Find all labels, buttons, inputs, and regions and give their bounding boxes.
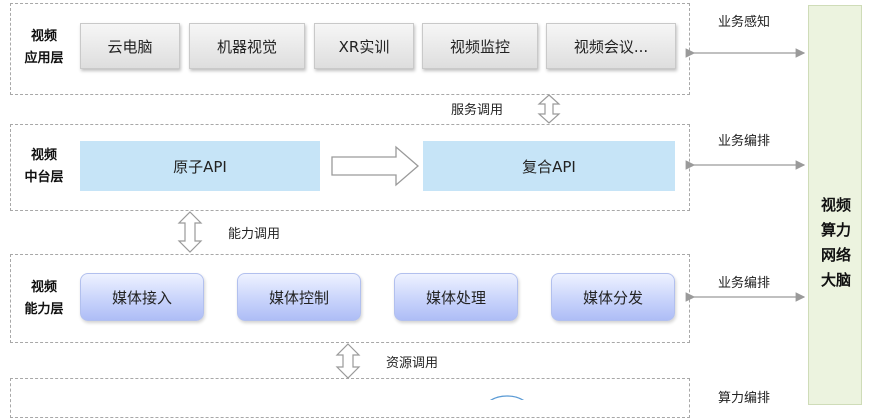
application-layer: 视频 应用层 bbox=[10, 3, 690, 95]
api-flow-arrow bbox=[331, 145, 419, 187]
brain-label: 视频 算力 网络 大脑 bbox=[820, 196, 851, 289]
ability-call-label: 能力调用 bbox=[228, 227, 281, 242]
application-layer-label: 视频 应用层 bbox=[24, 29, 64, 66]
video-compute-network-brain: 视频 算力 网络 大脑 bbox=[808, 5, 862, 405]
resource-node-partial bbox=[489, 395, 525, 400]
app-machine-vision[interactable]: 机器视觉 bbox=[189, 23, 305, 69]
service-call-arrow bbox=[537, 94, 561, 124]
business-arrange-label-1: 业务编排 bbox=[718, 134, 771, 149]
middle-layer: 视频 中台层 bbox=[10, 124, 690, 211]
business-arrange-label-2: 业务编排 bbox=[718, 276, 771, 291]
capability-media-access[interactable]: 媒体接入 bbox=[80, 273, 204, 321]
resource-call-arrow bbox=[335, 343, 361, 379]
resource-call-label: 资源调用 bbox=[386, 356, 439, 371]
service-call-label: 服务调用 bbox=[451, 103, 504, 118]
capability-media-control[interactable]: 媒体控制 bbox=[237, 273, 361, 321]
app-video-conference[interactable]: 视频会议... bbox=[546, 23, 676, 69]
capability-layer-label: 视频 能力层 bbox=[24, 280, 64, 317]
business-perception-label: 业务感知 bbox=[718, 15, 771, 30]
capability-media-distribution[interactable]: 媒体分发 bbox=[551, 273, 675, 321]
app-video-surveillance[interactable]: 视频监控 bbox=[422, 23, 538, 69]
middle-layer-label: 视频 中台层 bbox=[24, 148, 64, 185]
connector-overlay bbox=[177, 48, 806, 400]
atomic-api-box[interactable]: 原子API bbox=[80, 141, 320, 191]
capability-media-processing[interactable]: 媒体处理 bbox=[394, 273, 518, 321]
composite-api-box[interactable]: 复合API bbox=[423, 141, 675, 191]
app-cloud-pc[interactable]: 云电脑 bbox=[80, 23, 180, 69]
ability-call-arrow bbox=[177, 211, 203, 253]
app-xr-training[interactable]: XR实训 bbox=[314, 23, 414, 69]
